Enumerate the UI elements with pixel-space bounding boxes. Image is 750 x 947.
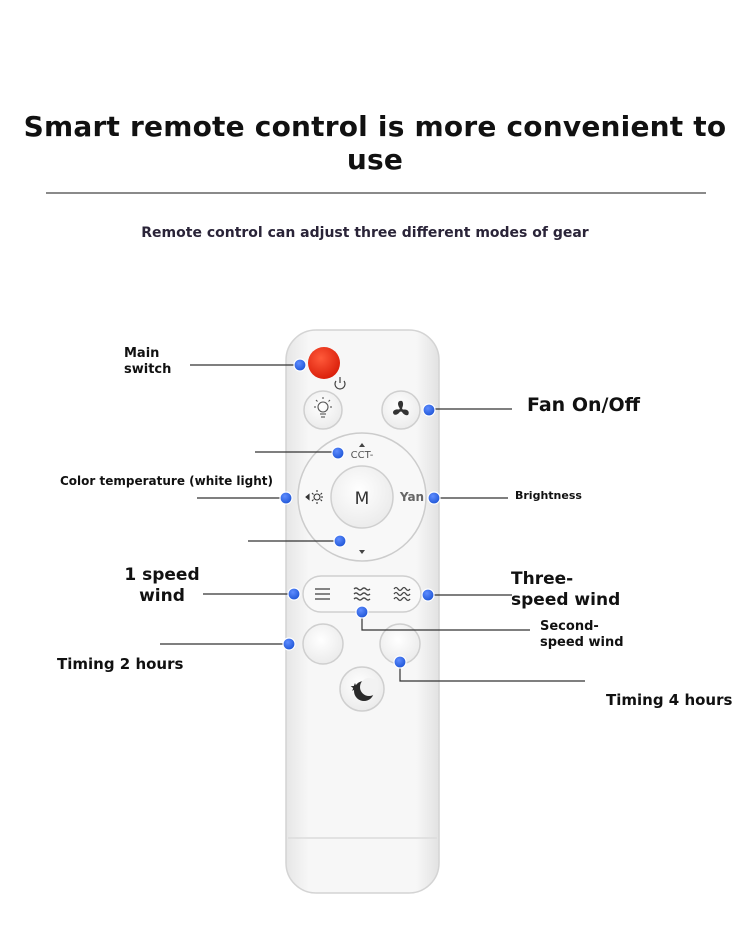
color-temp-icon [305,490,323,504]
power-icon [334,377,346,390]
light-button[interactable] [303,390,343,430]
speed3-label: Three- speed wind [511,569,621,611]
speed1-label: 1 speed wind [124,565,200,607]
power-button[interactable] [308,347,340,379]
fan-on-off-label: Fan On/Off [527,394,640,416]
subheadline: Remote control can adjust three differen… [141,225,589,241]
fan-icon [393,400,409,416]
mode-label: M [355,489,370,509]
brightness-label: Brightness [515,489,582,502]
timing-2h-label: Timing 2 hours [57,655,184,673]
main-switch-label: Main switch [124,346,172,378]
marker-dots [279,358,441,669]
speed3-icon[interactable] [393,586,411,602]
cct-label: CCT- [351,450,374,461]
speed1-icon[interactable] [315,588,330,600]
timer-2h-button[interactable] [302,623,344,665]
headline: Smart remote control is more convenient … [23,110,727,176]
speed2-label: Second- speed wind [540,619,624,651]
timing-4h-label: Timing 4 hours [606,691,733,709]
color-temperature-label: Color temperature (white light) [60,474,273,488]
divider [46,192,706,194]
speed2-icon[interactable] [353,587,371,601]
up-arrow-icon [359,443,365,447]
down-arrow-icon [359,550,365,554]
moon-icon [350,678,378,701]
brightness-mark: Yan [399,490,424,504]
mode-button[interactable] [330,465,394,529]
bulb-icon [314,397,332,418]
leader-lines [160,364,585,682]
